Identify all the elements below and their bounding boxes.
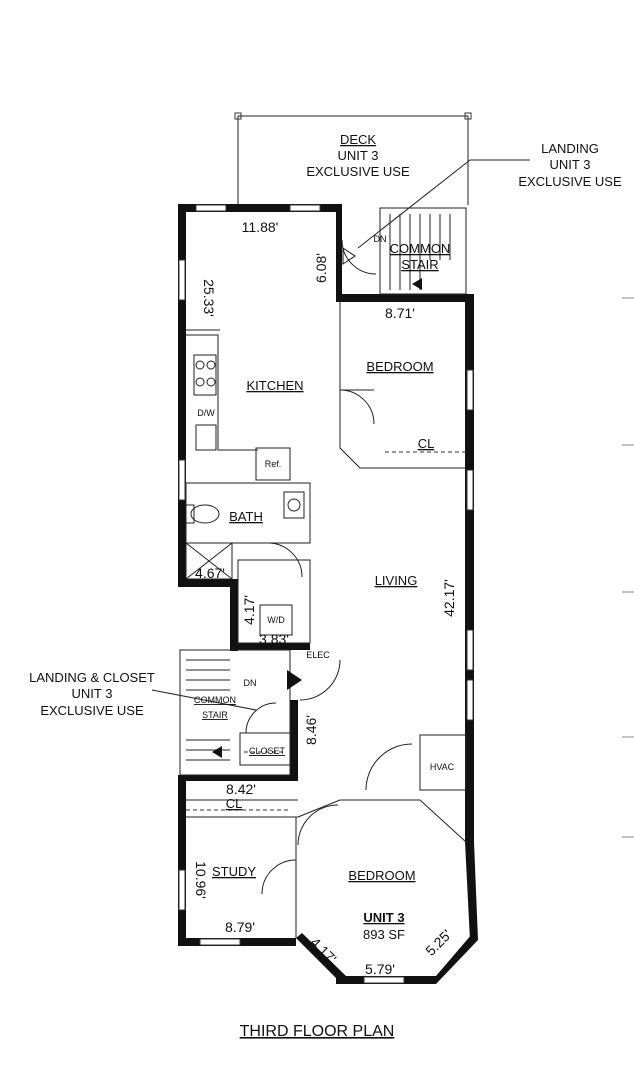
room-closet: CLOSET: [249, 746, 286, 756]
landing-closet-note: LANDING & CLOSET UNIT 3 EXCLUSIVE USE: [29, 670, 155, 718]
dim-study-width: 8.79': [225, 919, 255, 935]
room-common-stair-top-1: COMMON: [390, 241, 451, 256]
dn-top: DN: [374, 234, 387, 244]
windows: [178, 204, 474, 984]
refrigerator-label: Ref.: [265, 459, 282, 469]
deck-note-line-1: DECK: [340, 132, 376, 147]
room-bath: BATH: [229, 509, 263, 524]
interior-lines: [151, 159, 530, 938]
dim-stair-depth: 8.46': [303, 715, 319, 745]
landing-closet-line-3: EXCLUSIVE USE: [40, 703, 144, 718]
landing-closet-line-1: LANDING & CLOSET: [29, 670, 155, 685]
dim-study-length: 10.96': [193, 861, 209, 899]
room-common-stair-top-2: STAIR: [401, 257, 438, 272]
dishwasher-label: D/W: [197, 408, 215, 418]
landing-top-line-1: LANDING: [541, 141, 599, 156]
plan-title: THIRD FLOOR PLAN: [240, 1023, 395, 1040]
dim-laundry-width: 3.83': [259, 631, 289, 647]
room-common-stair-bottom-2: STAIR: [202, 710, 228, 720]
unit-name: UNIT 3: [363, 910, 404, 925]
room-wd: W/D: [267, 615, 285, 625]
dim-bay-center: 5.79': [365, 961, 395, 977]
landing-top-note: LANDING UNIT 3 EXCLUSIVE USE: [518, 141, 622, 189]
landing-top-line-3: EXCLUSIVE USE: [518, 174, 622, 189]
deck-note-line-2: UNIT 3: [338, 148, 379, 163]
dim-bath-closet-width: 4.67': [195, 565, 225, 581]
landing-top-line-2: UNIT 3: [550, 157, 591, 172]
landing-closet-line-2: UNIT 3: [72, 686, 113, 701]
dim-laundry-depth: 4.17': [241, 595, 257, 625]
dim-closet-bottom-width: 8.42': [226, 781, 256, 797]
room-cl-top: CL: [418, 436, 435, 451]
room-study: STUDY: [212, 864, 256, 879]
dim-kitchen-length: 25.33': [201, 279, 217, 317]
dim-living-length: 42.17': [441, 579, 457, 617]
room-bedroom-top: BEDROOM: [366, 359, 433, 374]
unit-area: 893 SF: [363, 927, 405, 942]
dim-bedroom-top-width: 8.71': [385, 305, 415, 321]
room-elec: ELEC: [306, 650, 330, 660]
room-living: LIVING: [375, 573, 418, 588]
room-kitchen: KITCHEN: [246, 378, 303, 393]
deck-note-line-3: EXCLUSIVE USE: [306, 164, 410, 179]
room-cl-bottom: CL: [226, 796, 243, 811]
deck: [234, 112, 472, 205]
deck-note: DECK UNIT 3 EXCLUSIVE USE: [306, 132, 410, 179]
dim-landing-depth: 6.08': [313, 253, 329, 283]
dim-kitchen-width: 11.88': [242, 219, 279, 235]
dn-bottom: DN: [244, 678, 257, 688]
room-bedroom-bottom: BEDROOM: [348, 868, 415, 883]
dim-bay-right: 5.25': [422, 926, 454, 958]
margin-ticks: [622, 297, 634, 838]
room-hvac: HVAC: [430, 762, 455, 772]
room-common-stair-bottom-1: COMMON: [194, 695, 236, 705]
